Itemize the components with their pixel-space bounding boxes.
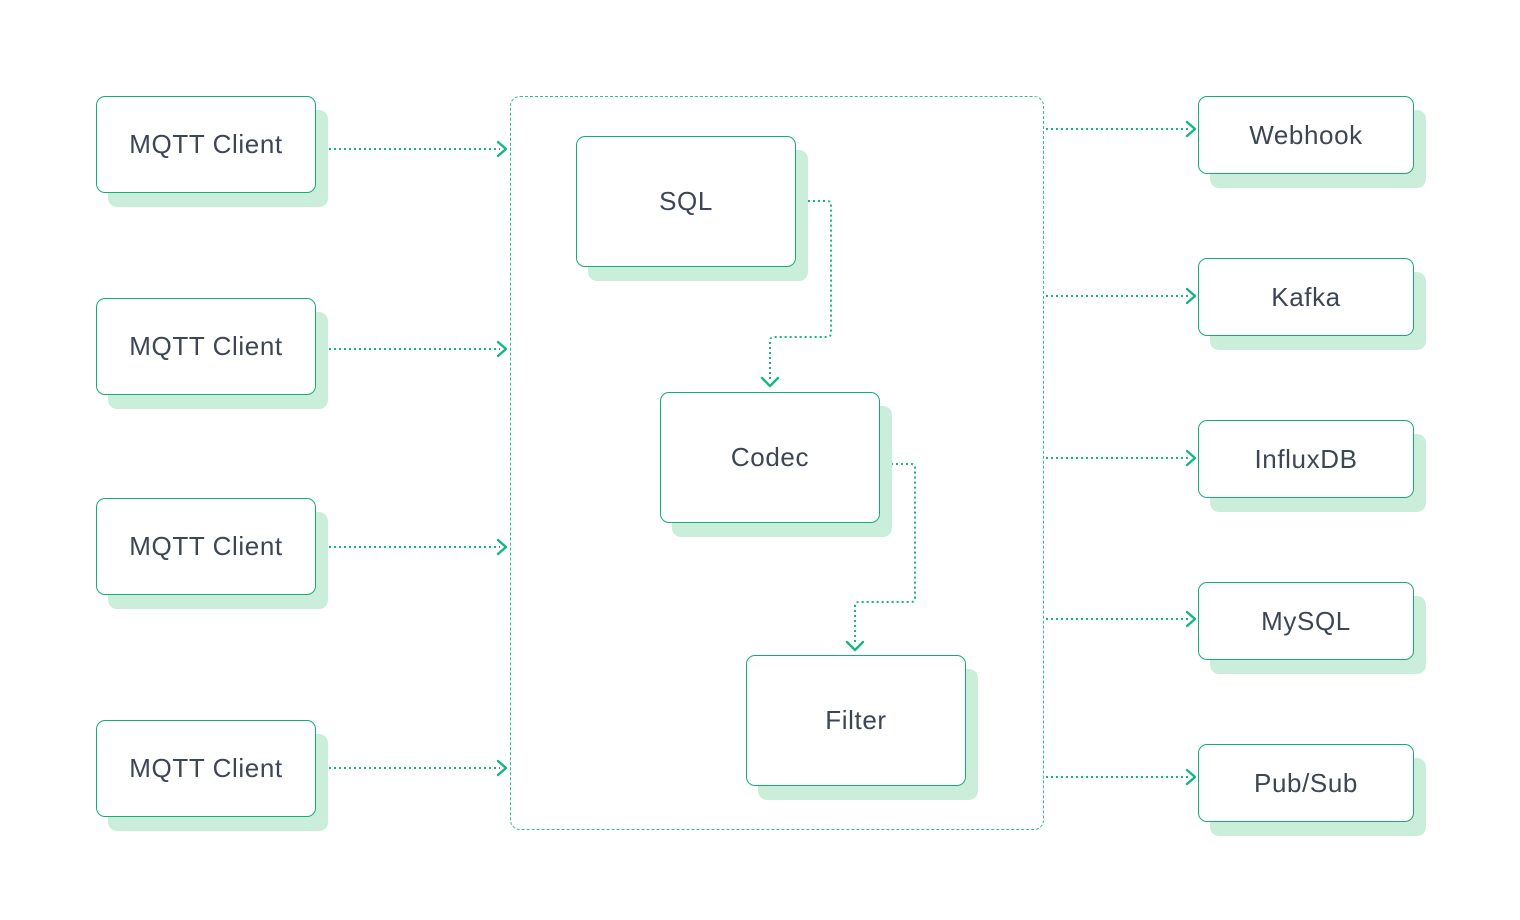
- node-filter: Filter: [746, 655, 966, 786]
- edge-source-4: [319, 759, 508, 777]
- node-mqtt-client-4: MQTT Client: [96, 720, 316, 817]
- node-influxdb: InfluxDB: [1198, 420, 1414, 498]
- node-mqtt-client-1: MQTT Client: [96, 96, 316, 193]
- node-mqtt-client-3: MQTT Client: [96, 498, 316, 595]
- edge-source-2: [319, 340, 508, 358]
- node-kafka: Kafka: [1198, 258, 1414, 336]
- edge-sink-pubsub: [1046, 768, 1197, 786]
- pipeline-container: [510, 96, 1044, 830]
- edge-source-1: [319, 140, 508, 158]
- edge-sink-mysql: [1046, 610, 1197, 628]
- edge-sink-kafka: [1046, 287, 1197, 305]
- node-webhook: Webhook: [1198, 96, 1414, 174]
- edge-source-3: [319, 538, 508, 556]
- node-sql: SQL: [576, 136, 796, 267]
- node-pubsub: Pub/Sub: [1198, 744, 1414, 822]
- node-mysql: MySQL: [1198, 582, 1414, 660]
- node-codec: Codec: [660, 392, 880, 523]
- node-mqtt-client-2: MQTT Client: [96, 298, 316, 395]
- edge-sink-webhook: [1046, 120, 1197, 138]
- edge-sink-influxdb: [1046, 449, 1197, 467]
